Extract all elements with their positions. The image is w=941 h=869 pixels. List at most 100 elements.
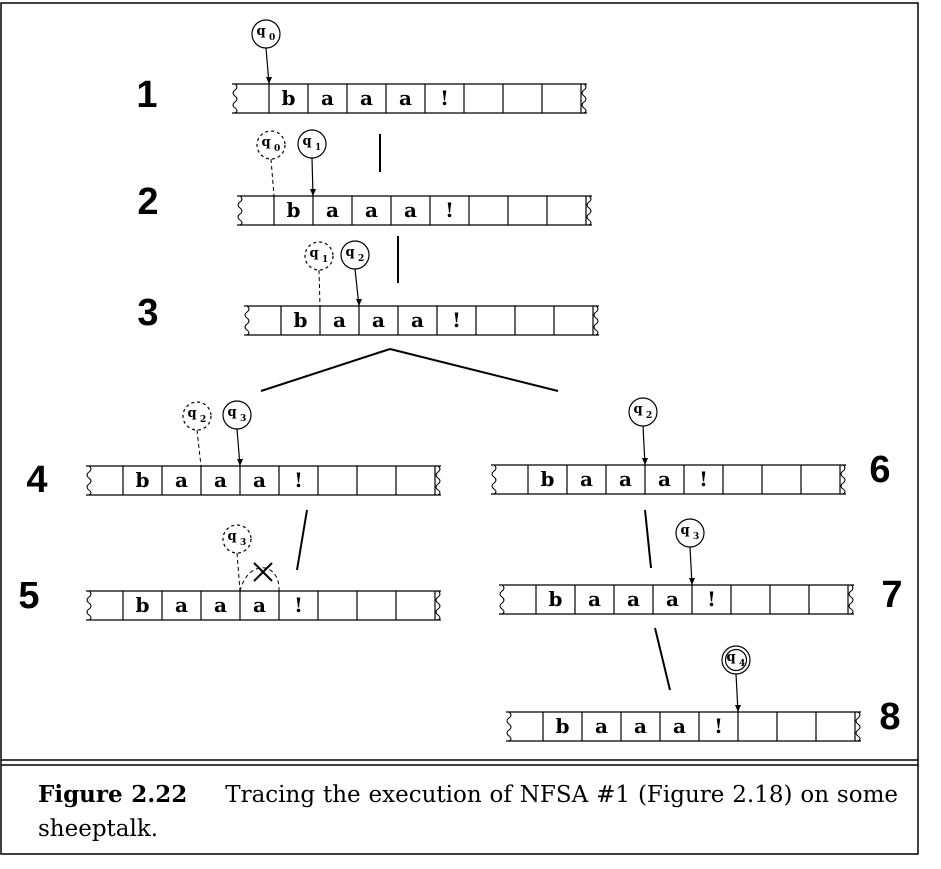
- tape-cell-symbol: a: [634, 714, 647, 738]
- state-label: q: [261, 135, 270, 150]
- state-subscript: 3: [240, 538, 246, 548]
- state-subscript: 2: [646, 411, 652, 421]
- state-label: q: [345, 245, 354, 260]
- trace-edge: [389, 348, 559, 392]
- tape-cell-symbol: a: [595, 714, 608, 738]
- tape-cell-symbol: !: [294, 593, 303, 617]
- state-subscript: 0: [269, 33, 275, 43]
- tape-cell-symbol: a: [399, 86, 412, 110]
- tape-cell-symbol: a: [619, 467, 632, 491]
- tape-cell-symbol: a: [627, 587, 640, 611]
- tape-cell-symbol: a: [214, 468, 227, 492]
- tape-end-squiggle: [586, 195, 592, 226]
- tape-cell-symbol: a: [214, 593, 227, 617]
- tape-cell-symbol: a: [666, 587, 679, 611]
- fail-x-mark: [253, 562, 273, 582]
- tape-cell-symbol: a: [580, 467, 593, 491]
- state-label: q: [633, 402, 642, 417]
- state-subscript: 1: [322, 255, 328, 265]
- tape-end-squiggle: [593, 305, 599, 336]
- state-subscript: 3: [240, 414, 246, 424]
- tape-cell-symbol: a: [411, 308, 424, 332]
- tape-cell-symbol: b: [541, 467, 555, 491]
- state-label: q: [187, 406, 196, 421]
- pointer-arrowhead: [735, 705, 741, 712]
- tape-cell-symbol: !: [707, 587, 716, 611]
- step-number: 7: [881, 574, 902, 616]
- state-label: q: [680, 523, 689, 538]
- step-number: 8: [879, 696, 900, 738]
- pointer-arrowhead: [266, 77, 272, 84]
- tape-cell-symbol: a: [175, 468, 188, 492]
- failed-transition-arc: [239, 567, 280, 592]
- pointer-arrowhead: [356, 299, 362, 306]
- tape-cell-symbol: a: [175, 593, 188, 617]
- tape-cell-symbol: b: [549, 587, 563, 611]
- tape-end-squiggle: [506, 711, 512, 742]
- state-label: q: [256, 24, 265, 39]
- tape-cell-symbol: b: [282, 86, 296, 110]
- tape-cell-symbol: a: [253, 468, 266, 492]
- pointer-arrowhead: [689, 578, 695, 585]
- previous-state-pointer: [270, 158, 275, 197]
- trace-edge: [654, 627, 671, 691]
- state-label: q: [302, 134, 311, 149]
- tape-cell-symbol: a: [326, 198, 339, 222]
- trace-edge: [644, 509, 652, 569]
- tape-cell-symbol: b: [136, 468, 150, 492]
- tape-cell-symbol: a: [673, 714, 686, 738]
- tape-cell-symbol: !: [445, 198, 454, 222]
- step-number: 6: [869, 449, 890, 491]
- caption-label: Figure 2.22: [38, 781, 188, 808]
- tape-end-squiggle: [855, 711, 861, 742]
- tape-cell-symbol: a: [253, 593, 266, 617]
- tape-cell-symbol: a: [321, 86, 334, 110]
- state-subscript: 2: [200, 415, 206, 425]
- step-number: 2: [137, 181, 158, 223]
- trace-edge: [260, 348, 391, 392]
- tape-end-squiggle: [237, 195, 243, 226]
- tape: b a a a!: [86, 590, 441, 621]
- tape-cell-symbol: !: [714, 714, 723, 738]
- tape-cell-symbol: !: [452, 308, 461, 332]
- state-subscript: 0: [274, 144, 280, 154]
- trace-edge: [296, 509, 308, 571]
- state-label: q: [726, 650, 735, 665]
- pointer-arrowhead: [237, 459, 243, 466]
- state-subscript: 3: [693, 532, 699, 542]
- step-number: 1: [136, 74, 157, 116]
- tape-end-squiggle: [86, 590, 92, 621]
- tape-cell-symbol: !: [699, 467, 708, 491]
- tape-cell-symbol: b: [287, 198, 301, 222]
- tape-cell-symbol: !: [294, 468, 303, 492]
- caption-text: Tracing the execution of NFSA #1 (Figure…: [38, 782, 898, 842]
- tape-cell-symbol: b: [136, 593, 150, 617]
- state-label: q: [227, 405, 236, 420]
- tape-cell-symbol: a: [333, 308, 346, 332]
- previous-state-pointer: [318, 269, 321, 307]
- step-number: 3: [137, 292, 158, 334]
- tape-end-squiggle: [435, 465, 441, 496]
